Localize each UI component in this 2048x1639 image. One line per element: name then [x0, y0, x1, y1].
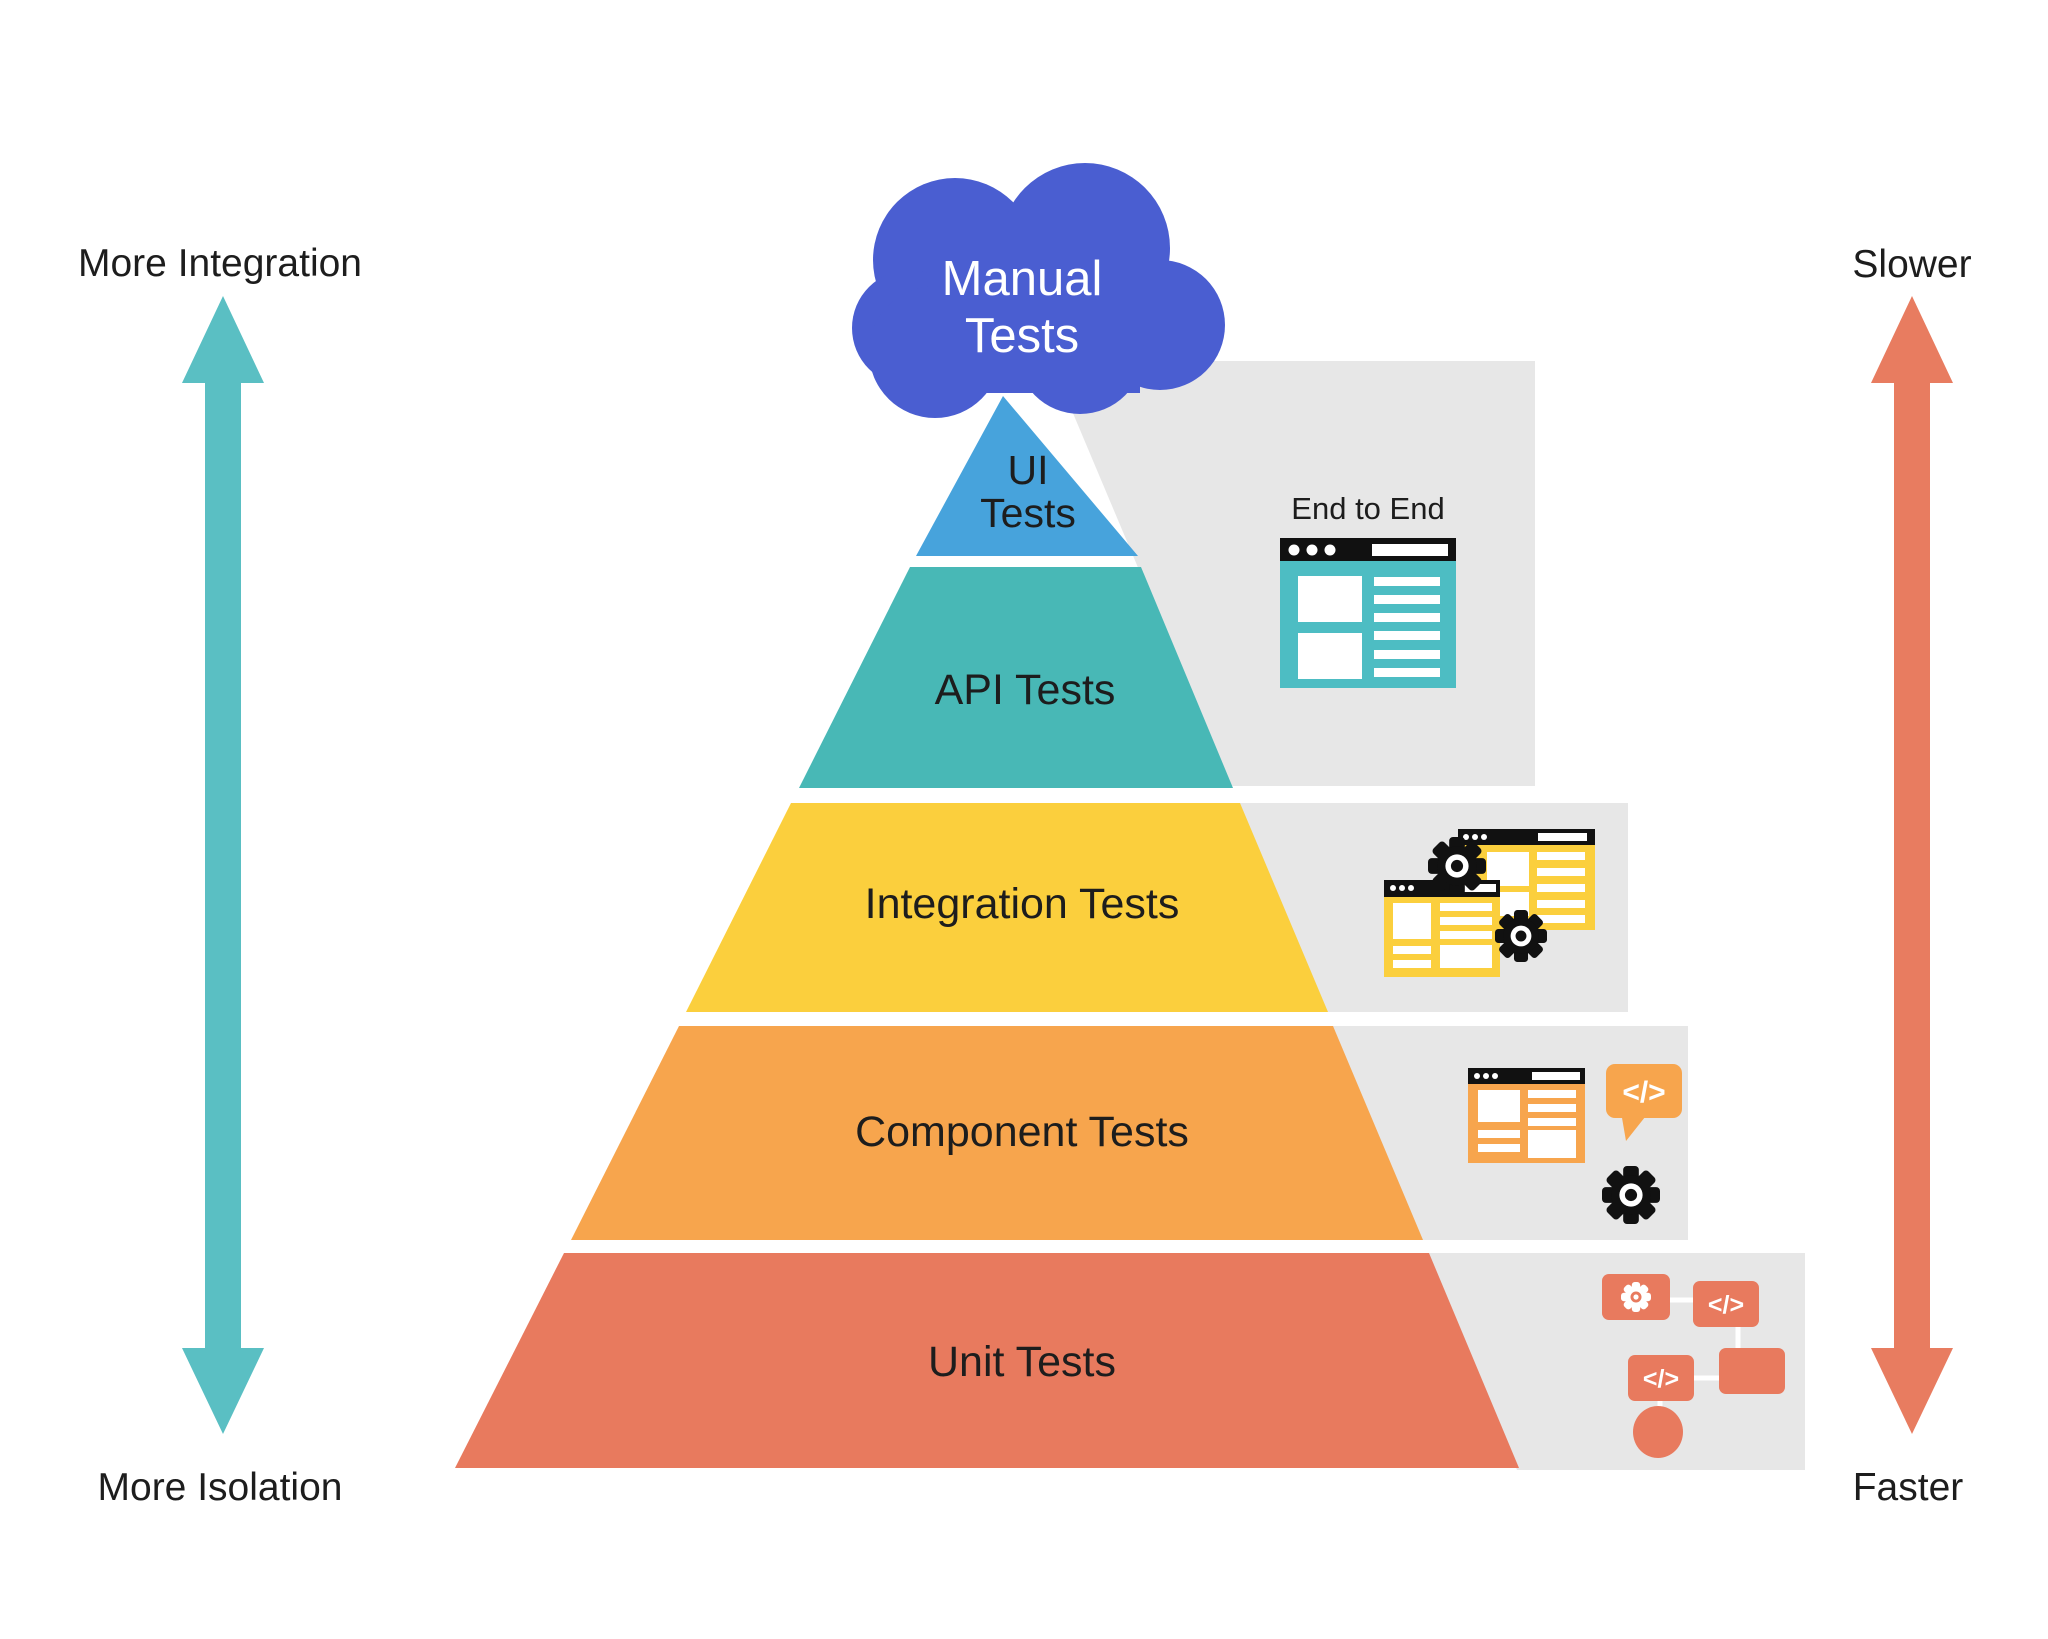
- gear-icon: [1428, 837, 1486, 895]
- gear-icon: [1495, 910, 1547, 962]
- component-tests-layer: [571, 1026, 1423, 1240]
- bubble-body: [1606, 1064, 1682, 1118]
- gear-icon: [1602, 1166, 1660, 1224]
- unit-tests-label: Unit Tests: [928, 1338, 1116, 1386]
- unit-flowchart-icons: </> </>: [1602, 1274, 1785, 1458]
- ui-tests-label: UI: [1008, 447, 1049, 493]
- unit-tests-layer: [455, 1253, 1519, 1468]
- code-bubble-icon: </>: [1606, 1064, 1682, 1141]
- code-icon: </>: [1708, 1291, 1744, 1319]
- flowchart-process-node: [1719, 1348, 1785, 1394]
- api-tests-layer: [799, 567, 1233, 788]
- end-to-end-label: End to End: [1291, 491, 1444, 526]
- component-browser-icon: [1468, 1068, 1585, 1163]
- integration-tests-layer: [686, 803, 1328, 1012]
- component-icons: </>: [1468, 1064, 1682, 1224]
- slower-label: Slower: [1852, 243, 1971, 286]
- mini-gear-icon: [1621, 1282, 1651, 1312]
- more-isolation-label: More Isolation: [98, 1466, 343, 1509]
- browser-content-blocks: [1298, 576, 1440, 679]
- integration-isolation-arrow: [182, 296, 264, 1434]
- manual-tests-label: Tests: [965, 309, 1079, 363]
- browser-content-blocks: [1463, 833, 1587, 923]
- ui-tests-label: Tests: [980, 490, 1076, 536]
- bubble-tail: [1621, 1112, 1649, 1141]
- api-tests-label: API Tests: [935, 666, 1116, 714]
- ui-tests-layer: [916, 396, 1138, 556]
- flowchart-terminator-node: [1633, 1406, 1683, 1458]
- faster-label: Faster: [1853, 1466, 1964, 1509]
- left-axis: More Integration More Isolation: [78, 242, 362, 1509]
- browser-content-blocks: [1474, 1072, 1580, 1158]
- flowchart-code-node: [1628, 1355, 1694, 1401]
- more-integration-label: More Integration: [78, 242, 362, 285]
- manual-tests-label: Manual: [942, 252, 1103, 306]
- component-tests-label: Component Tests: [855, 1108, 1189, 1156]
- browser-titlebar-dots: [1288, 544, 1448, 556]
- cloud-shape: [852, 163, 1225, 418]
- code-icon: </>: [1622, 1076, 1665, 1109]
- speed-arrow: [1871, 296, 1953, 1434]
- integration-tests-label: Integration Tests: [865, 880, 1180, 928]
- integration-browser-front-icon: [1384, 880, 1500, 977]
- integration-icons: [1384, 829, 1595, 977]
- flowchart-code-node: [1693, 1281, 1759, 1327]
- end-to-end-browser-icon: [1280, 538, 1456, 688]
- code-icon: </>: [1643, 1365, 1679, 1393]
- manual-tests-cloud: Manual Tests: [852, 163, 1225, 418]
- pyramid: UI Tests API Tests Integration Tests Com…: [455, 396, 1519, 1468]
- right-axis: Slower Faster: [1852, 243, 1971, 1509]
